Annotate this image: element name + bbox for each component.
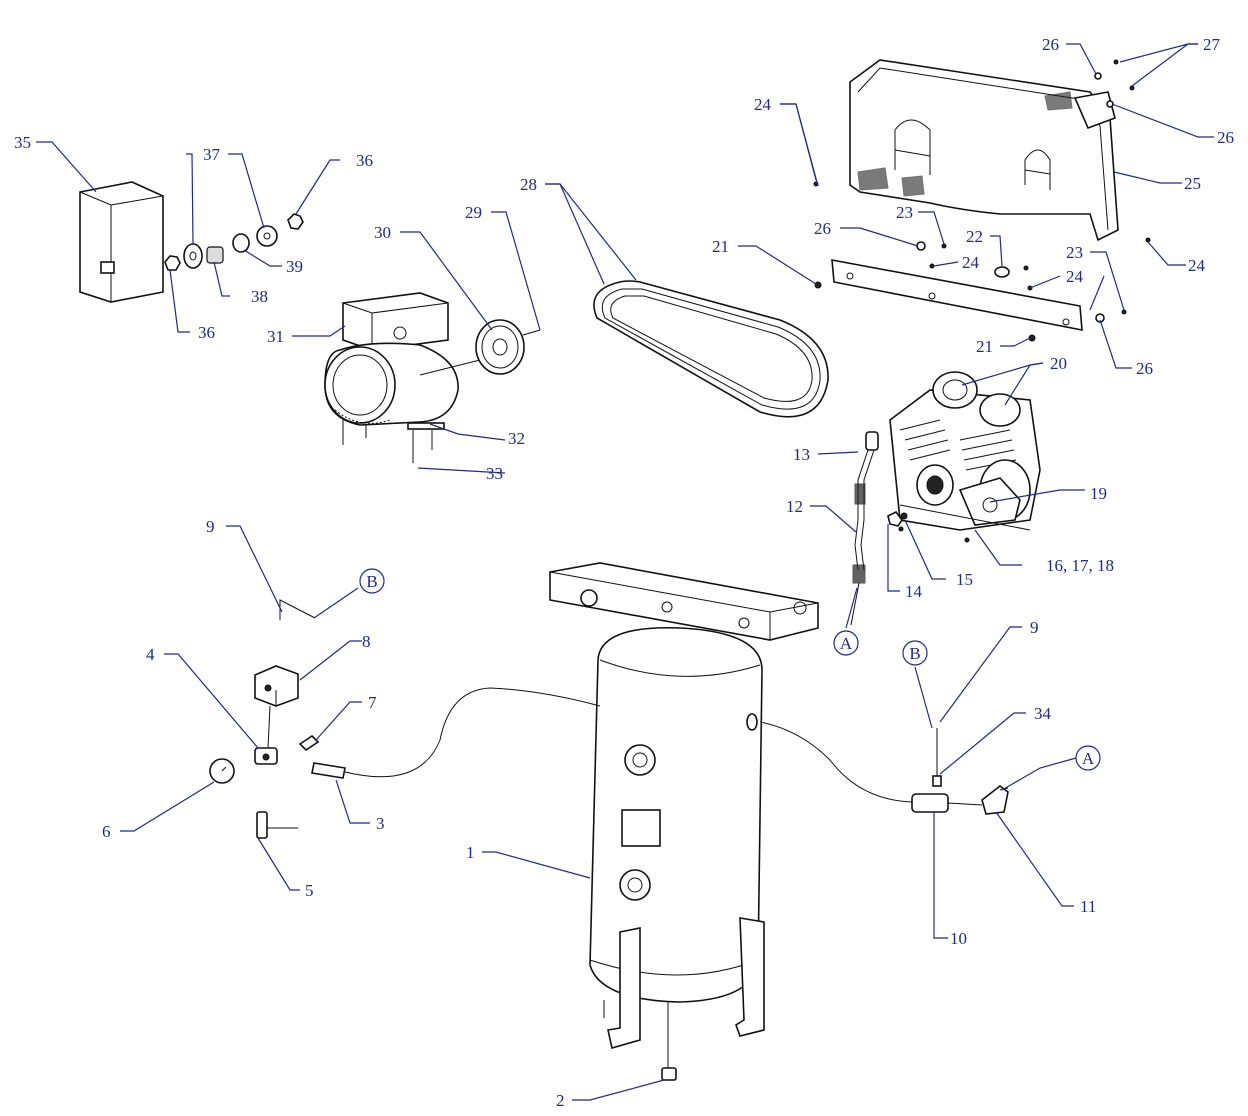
callout-36-top: 36 [356,151,373,170]
part-1-air-tank [549,562,819,1081]
callout-labels: 35 37 36 39 38 36 30 29 31 32 33 28 24 2… [14,35,1234,1110]
part-35-electrical-box [79,181,164,303]
callout-24-guard-left: 24 [754,95,772,114]
callout-14: 14 [905,582,923,601]
callout-26-top: 26 [1042,35,1059,54]
callout-21-left: 21 [712,237,729,256]
callout-20: 20 [1050,354,1067,373]
callout-5: 5 [305,881,314,900]
callout-22: 22 [966,227,983,246]
connector-b-right-label: B [909,644,920,663]
callout-35: 35 [14,133,31,152]
callout-28: 28 [520,175,537,194]
connector-a-right-label: A [1082,749,1095,768]
connector-a-right [1075,745,1101,771]
part-22-mount-bracket [831,259,1083,331]
callout-36-bottom: 36 [198,323,215,342]
callout-27: 27 [1203,35,1221,54]
callout-16-17-18: 16, 17, 18 [1046,556,1114,575]
callout-26-bottom: 26 [1136,359,1153,378]
callout-2: 2 [556,1091,565,1110]
part-9-11-check-valve-manifold [759,721,1009,815]
part-30-33-motor-assembly [324,292,541,463]
callout-24-bracket-left: 24 [962,253,980,272]
callout-11: 11 [1080,897,1096,916]
callout-31: 31 [267,327,284,346]
callout-4: 4 [146,645,155,664]
connector-b-left-label: B [366,572,377,591]
callout-33: 33 [486,464,503,483]
part-19-20-compressor-pump [889,371,1041,531]
callout-24-bracket-right: 24 [1066,267,1084,286]
callout-15: 15 [956,570,973,589]
callout-23-top: 23 [896,203,913,222]
part-3-8-pressure-switch-manifold [209,599,601,839]
callout-23-right: 23 [1066,243,1083,262]
callout-24-guard-right: 24 [1188,256,1206,275]
callout-25: 25 [1184,174,1201,193]
callout-34: 34 [1034,704,1052,723]
callout-29: 29 [465,203,482,222]
part-12-15-discharge-tube [850,431,970,626]
callout-10: 10 [950,929,967,948]
callout-8: 8 [362,632,371,651]
callout-6: 6 [102,822,111,841]
callout-26-right: 26 [1217,128,1234,147]
leader-lines [36,43,1214,1101]
callout-12: 12 [786,497,803,516]
part-28-drive-belt [593,280,829,418]
callout-38: 38 [251,287,268,306]
callout-13: 13 [793,445,810,464]
connector-a-pump-label: A [840,634,853,653]
connector-b-right [902,640,928,666]
connector-b-left [359,568,385,594]
callout-3: 3 [376,814,385,833]
connector-markers: B B A A [359,568,1101,771]
callout-7: 7 [368,693,377,712]
callout-37: 37 [203,145,221,164]
callout-1: 1 [466,843,475,862]
connector-a-pump [833,630,859,656]
callout-9-right: 9 [1030,618,1039,637]
callout-32: 32 [508,429,525,448]
callout-19: 19 [1090,484,1107,503]
callout-39: 39 [286,257,303,276]
parts-36-39-fittings [164,213,304,271]
callout-26-bracket: 26 [814,219,831,238]
callout-21-right: 21 [976,337,993,356]
part-25-belt-guard [849,59,1119,242]
callout-9-left: 9 [206,517,215,536]
callout-30: 30 [374,223,391,242]
